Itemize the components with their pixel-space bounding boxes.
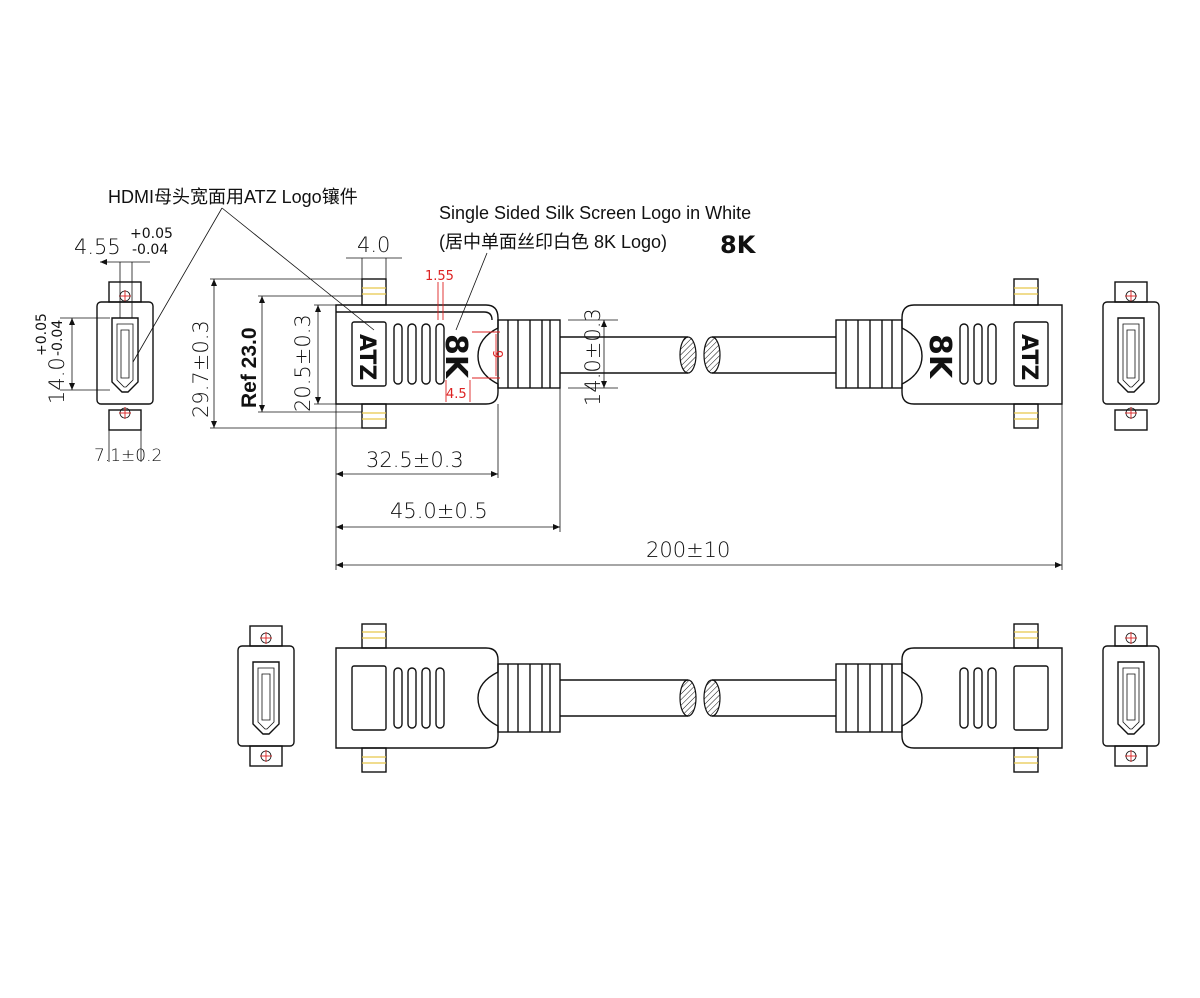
note-silk-screen-cn: (居中单面丝印白色 8K Logo) <box>439 232 667 252</box>
dim-length-450: 45.0±0.5 <box>336 388 561 532</box>
dim-width-455: 4.55 +0.05 -0.04 <box>74 226 173 318</box>
cable-top <box>560 336 836 374</box>
note-logo-insert: HDMI母头宽面用ATZ Logo镶件 <box>108 187 358 207</box>
dim-tolerance: -0.04 <box>50 320 66 356</box>
dim-tolerance: +0.05 <box>34 313 50 356</box>
dim-height-205: 20.5±0.3 <box>291 304 336 412</box>
end-view-left-bottom <box>237 625 295 767</box>
dim-height-297: 29.7±0.3 <box>189 278 362 429</box>
hdmi-port-icon <box>1117 317 1145 393</box>
dim-label: 4.0 <box>357 233 390 257</box>
hdmi-port-icon <box>252 661 280 735</box>
dim-length-total: 200±10 <box>336 404 1063 570</box>
dim-tolerance: -0.04 <box>132 242 168 258</box>
hdmi-port-icon <box>111 317 139 393</box>
dim-label: 20.5±0.3 <box>291 314 315 412</box>
leader-line <box>221 207 375 331</box>
dim-thickness: 7.1±0.2 <box>94 430 162 466</box>
leader-line <box>132 207 223 363</box>
dim-red-45: 4.5 <box>445 380 471 402</box>
dim-height-140-cable: 14.0±0.3 <box>568 308 618 406</box>
end-view-left-top <box>96 281 154 431</box>
dim-label: 14.0 <box>45 357 69 404</box>
svg-text:8K: 8K <box>438 334 473 380</box>
dim-label: 45.0±0.5 <box>390 499 488 523</box>
dim-length-325: 32.5±0.3 <box>335 404 499 570</box>
dim-label: 7.1±0.2 <box>94 446 162 466</box>
dim-tolerance: +0.05 <box>130 226 173 242</box>
svg-text:ATZ: ATZ <box>1016 334 1041 380</box>
dim-width-40: 4.0 <box>346 233 402 282</box>
dim-label: 9 <box>489 350 504 358</box>
connector-right-top: 8K ATZ <box>835 278 1063 429</box>
dim-label: 4.55 <box>74 235 121 259</box>
svg-text:ATZ: ATZ <box>354 334 379 380</box>
8k-logo-icon: 8K <box>720 231 757 259</box>
connector-left-bottom <box>335 623 561 773</box>
cable-bottom <box>560 679 836 717</box>
dim-label: Ref 23.0 <box>238 327 261 408</box>
dim-red-9: 9 <box>472 331 504 379</box>
note-silk-screen: Single Sided Silk Screen Logo in White <box>439 203 751 223</box>
atz-logo-icon <box>351 321 387 387</box>
atz-logo-icon <box>1013 321 1049 387</box>
dim-label: 4.5 <box>446 387 467 402</box>
end-view-right-top <box>1102 281 1160 431</box>
dim-label: 29.7±0.3 <box>189 320 213 418</box>
dim-label: 1.55 <box>425 269 454 284</box>
end-view-right-bottom <box>1102 625 1160 767</box>
dim-height-ref230: Ref 23.0 <box>238 295 362 413</box>
leader-line <box>455 252 488 331</box>
hdmi-port-icon <box>1117 661 1145 735</box>
connector-right-bottom <box>835 623 1063 773</box>
dim-red-155: 1.55 <box>425 269 454 320</box>
dim-label: 32.5±0.3 <box>366 448 464 472</box>
connector-left-top: ATZ 8K <box>335 278 561 429</box>
svg-text:8K: 8K <box>922 334 957 380</box>
dim-height-140-left: 14.0 +0.05 -0.04 <box>34 313 110 404</box>
dim-label: 14.0±0.3 <box>581 308 605 406</box>
dim-label: 200±10 <box>646 538 730 562</box>
